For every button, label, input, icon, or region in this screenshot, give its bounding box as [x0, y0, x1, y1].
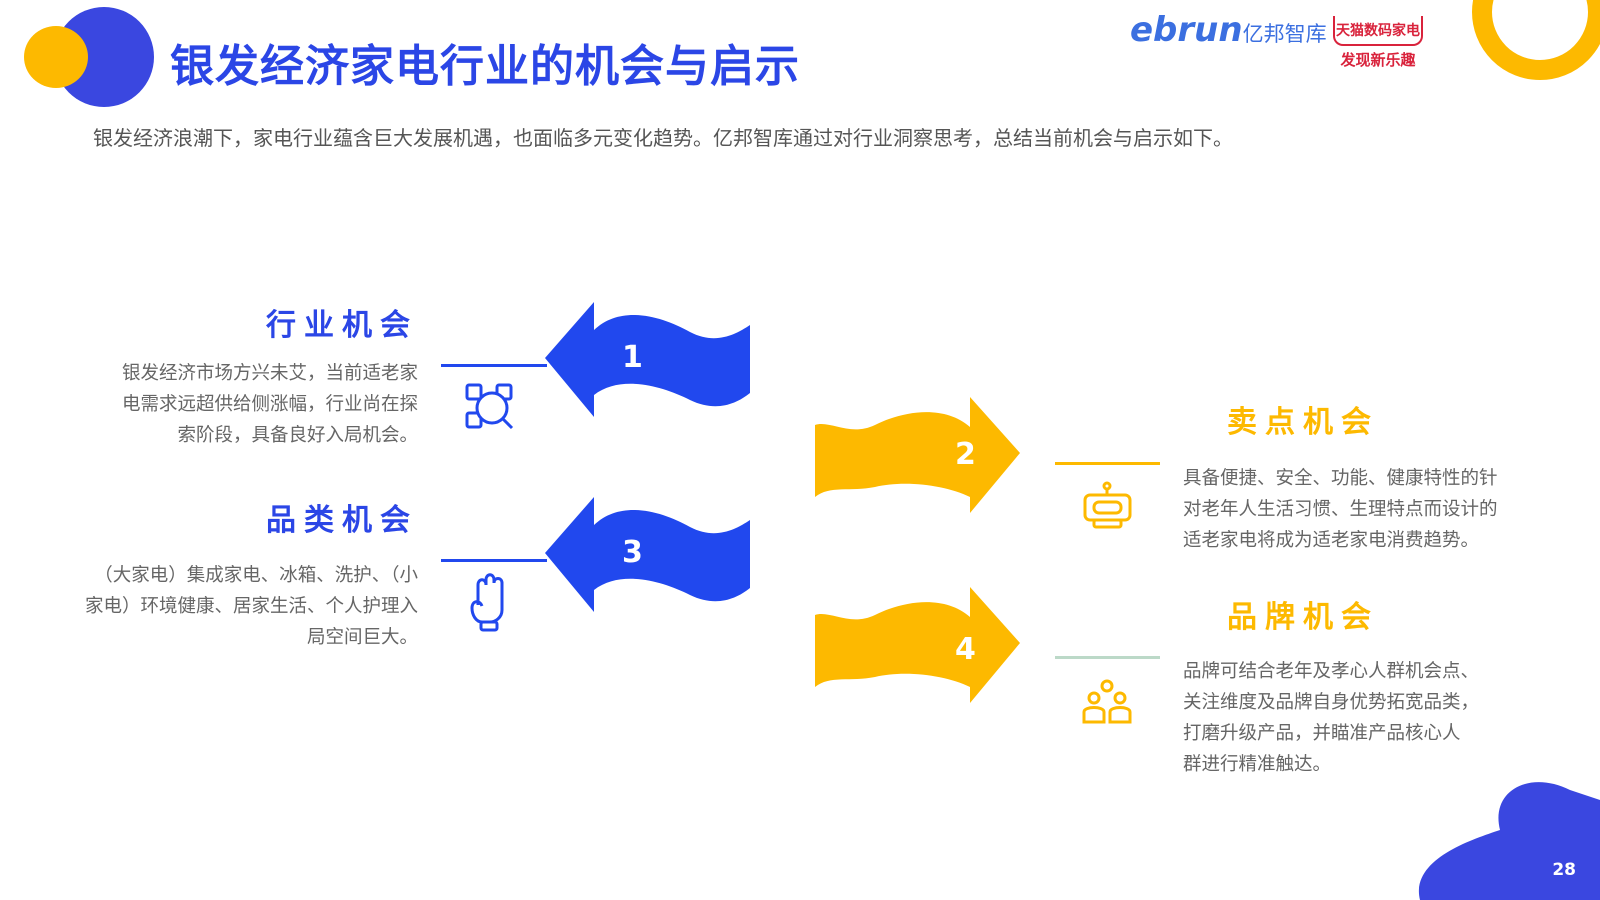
ebrun-logo: ebrun亿邦智库 — [1130, 10, 1327, 50]
page-number: 28 — [1552, 860, 1576, 880]
item-title-1: 行业机会 — [266, 308, 418, 343]
divider-2 — [1055, 462, 1160, 465]
arrow-1 — [545, 302, 750, 417]
item-title-4: 品牌机会 — [1227, 600, 1379, 635]
arrow-number-1: 1 — [622, 340, 643, 375]
divider-4 — [1055, 656, 1160, 659]
deco-yellow-circle — [24, 26, 88, 88]
robot-icon — [1083, 481, 1132, 529]
hand-icon — [470, 573, 504, 632]
deco-blue-circle — [54, 7, 154, 107]
arrow-3 — [545, 497, 750, 612]
item-title-2: 卖点机会 — [1227, 405, 1379, 440]
item-text-3: （大家电）集成家电、冰箱、洗护、（小家电）环境健康、居家生活、个人护理入局空间巨… — [84, 565, 418, 648]
search-scan-icon — [465, 383, 514, 430]
people-group-icon — [1082, 679, 1132, 724]
item-title-3: 品类机会 — [266, 503, 418, 538]
divider-1 — [441, 364, 547, 367]
item-text-2: 具备便捷、安全、功能、健康特性的针对老年人生活习惯、生理特点而设计的适老家电将成… — [1183, 468, 1498, 551]
arrow-number-2: 2 — [955, 437, 976, 472]
deco-blue-blob — [1418, 782, 1600, 900]
page-subtitle: 银发经济浪潮下，家电行业蕴含巨大发展机遇，也面临多元变化趋势。亿邦智库通过对行业… — [93, 126, 1233, 150]
arrow-number-4: 4 — [955, 632, 976, 667]
arrow-number-3: 3 — [622, 535, 643, 570]
divider-3 — [441, 559, 547, 562]
arrow-4 — [815, 587, 1020, 703]
deco-yellow-ring — [1472, 0, 1600, 80]
item-text-1: 银发经济市场方兴未艾，当前适老家电需求远超供给侧涨幅，行业尚在探索阶段，具备良好… — [121, 363, 418, 446]
tmall-logo: 天猫数码家电 发现新乐趣 — [1333, 16, 1423, 70]
item-text-4: 品牌可结合老年及孝心人群机会点、关注维度及品牌自身优势拓宽品类，打磨升级产品，并… — [1183, 661, 1480, 775]
arrow-2 — [815, 397, 1020, 513]
page-title: 银发经济家电行业的机会与启示 — [170, 41, 800, 92]
